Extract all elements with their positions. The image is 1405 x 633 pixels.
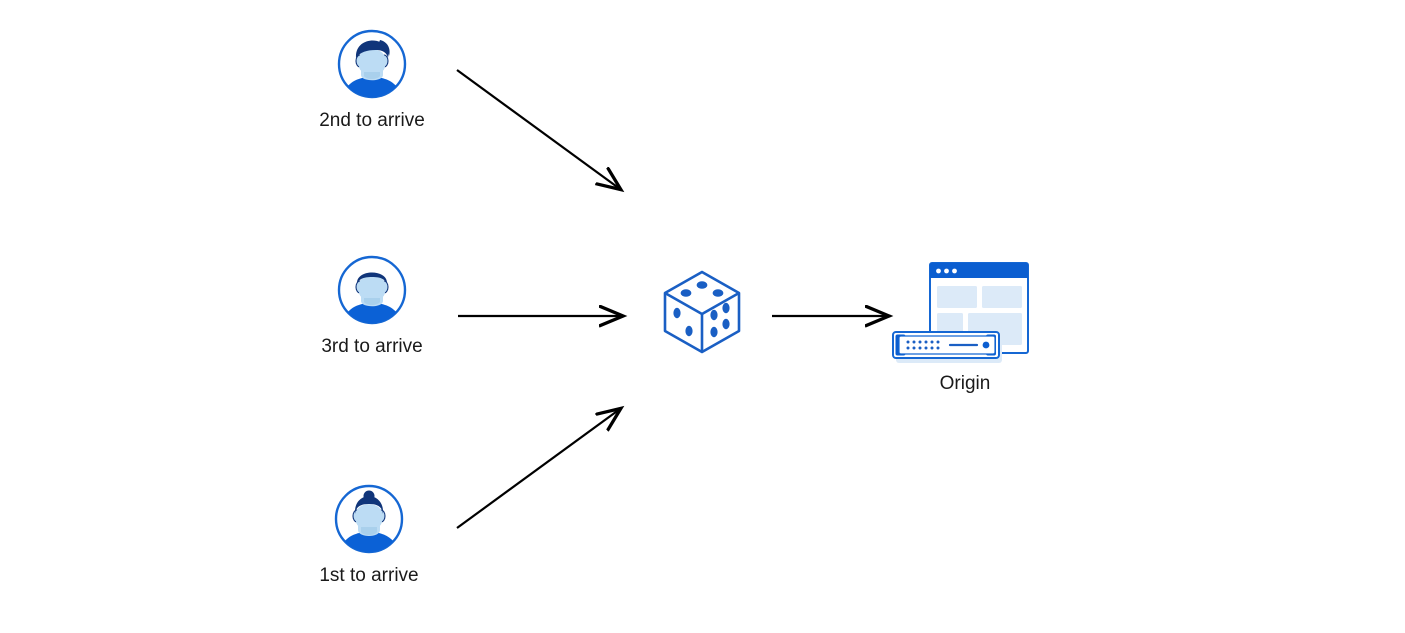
avatar-male-short-hair-icon	[337, 29, 407, 99]
client-label-1st: 1st to arrive	[319, 565, 419, 586]
avatar-female-bun-icon	[334, 484, 404, 554]
client-label-3rd: 3rd to arrive	[321, 336, 423, 357]
browser-window-icon	[929, 262, 1029, 354]
server-device-icon	[892, 331, 1002, 363]
arrow-2nd-to-dice	[456, 69, 620, 189]
client-node-1st: 1st to arrive	[289, 483, 449, 588]
origin-icon-stack	[865, 258, 1065, 368]
origin-node: Origin	[865, 258, 1065, 396]
browser-window-with-server-icon	[892, 262, 1029, 363]
random-balancer-node	[661, 268, 781, 361]
client-node-3rd: 3rd to arrive	[292, 254, 452, 359]
origin-label: Origin	[939, 373, 991, 394]
avatar-male-flat-hair-icon	[337, 255, 407, 325]
client-label-2nd: 2nd to arrive	[319, 110, 425, 131]
client-node-2nd: 2nd to arrive	[292, 28, 452, 133]
dice-icon	[663, 270, 741, 354]
arrow-1st-to-dice	[456, 409, 620, 529]
